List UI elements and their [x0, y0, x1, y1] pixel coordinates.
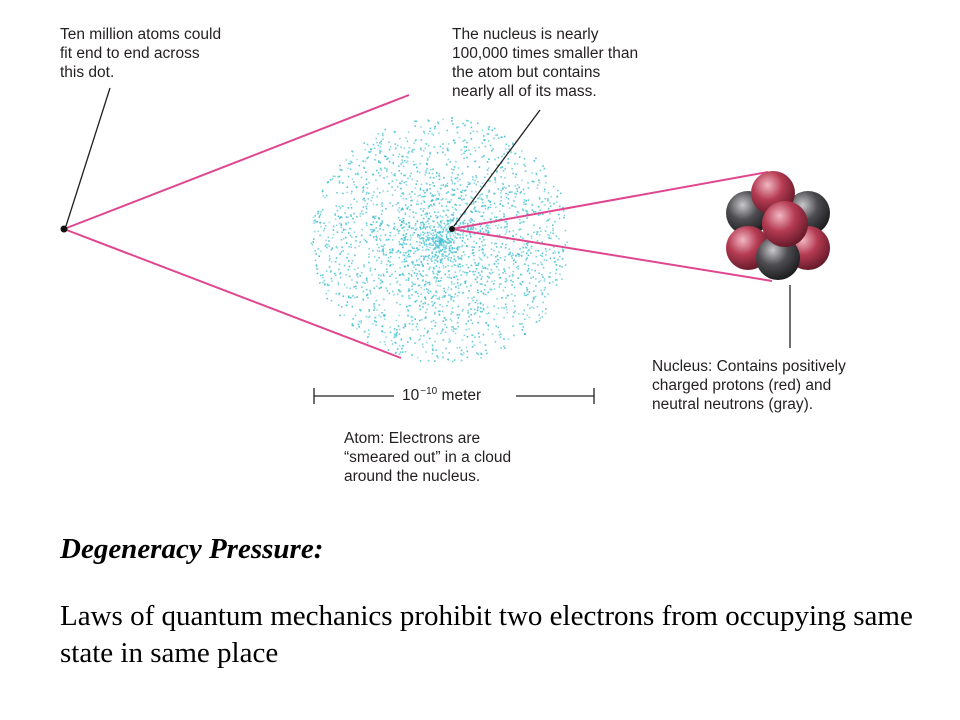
scale-base: 10	[402, 387, 420, 404]
tiny-dot	[60, 225, 68, 233]
scale-unit: meter	[441, 387, 482, 404]
nucleus-cluster	[726, 171, 830, 280]
dot-label: Ten million atoms could fit end to end a…	[60, 26, 222, 81]
zoom-line-dot-upper	[63, 94, 410, 230]
scale-label: 10−10 meter	[402, 386, 481, 405]
leader-line-dot	[65, 87, 111, 227]
scale-exponent: −10	[420, 386, 438, 397]
zoom-line-dot-lower	[63, 228, 402, 359]
proton-ball	[762, 201, 808, 247]
zoom-line-nucleus-upper	[451, 171, 769, 230]
body-text: Laws of quantum mechanics prohibit two e…	[60, 600, 913, 669]
atom-diagram	[60, 87, 830, 404]
section-heading: Degeneracy Pressure:	[60, 533, 324, 565]
zoom-line-nucleus-lower	[451, 228, 773, 282]
leader-line-nucleus-size	[453, 109, 541, 227]
nucleus-contents-label: Nucleus: Contains positively charged pro…	[652, 358, 846, 413]
neutron-ball	[756, 236, 800, 280]
electron-cloud	[310, 117, 568, 363]
nucleus-size-label: The nucleus is nearly 100,000 times smal…	[452, 26, 639, 100]
scale-bar	[313, 388, 595, 404]
nucleus-point	[449, 226, 455, 232]
atom-label: Atom: Electrons are “smeared out” in a c…	[344, 430, 512, 485]
